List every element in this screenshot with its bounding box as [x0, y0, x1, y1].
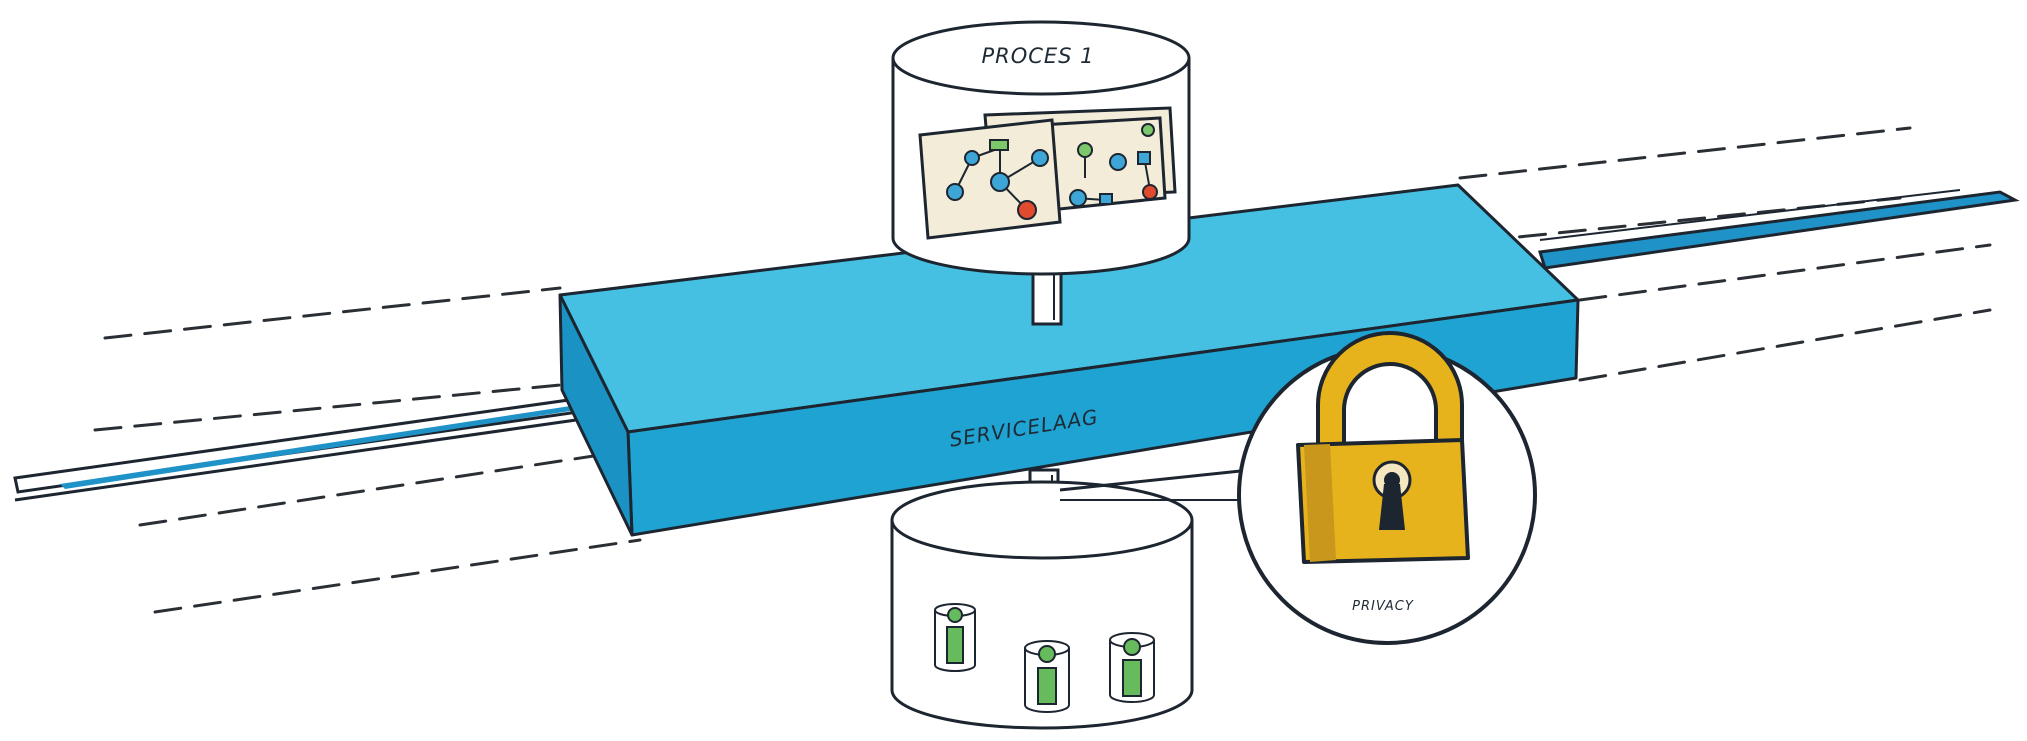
privacy-callout: PRIVACY	[1237, 331, 1537, 645]
process-label: PROCES 1	[981, 44, 1094, 68]
padlock-icon	[1296, 331, 1470, 564]
privacy-callout-pointer	[1059, 468, 1251, 501]
data-cylinder	[890, 480, 1194, 730]
privacy-label: PRIVACY	[1352, 599, 1414, 614]
information-icon	[1109, 632, 1155, 703]
right-pipe	[1538, 189, 2020, 270]
process-cylinder: PROCES 1	[891, 20, 1191, 276]
information-icon	[1024, 640, 1070, 713]
information-icon	[934, 603, 976, 672]
process-diagram-icon	[918, 106, 1177, 240]
service-layer-side	[558, 293, 634, 537]
